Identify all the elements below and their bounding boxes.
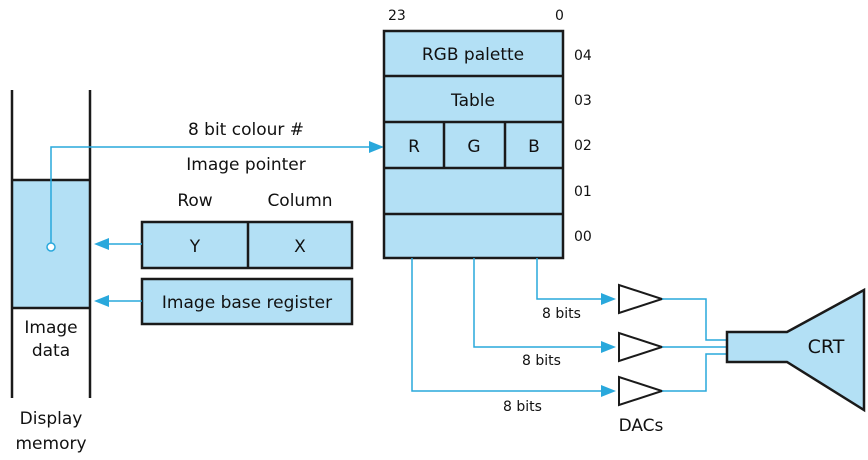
bits-label-1: 8 bits (542, 306, 581, 322)
g-wire (473, 258, 602, 348)
r-arrowhead (601, 385, 616, 397)
crt-shape (725, 287, 866, 413)
column-label: Column (267, 191, 332, 211)
dacs-label: DACs (619, 416, 664, 436)
b-wire (536, 258, 602, 300)
dac-triangle-1 (618, 283, 666, 315)
address-00: 00 (574, 229, 592, 245)
image-data-label-line2: data (32, 341, 70, 361)
crt-wire-1 (662, 298, 727, 341)
address-02: 02 (574, 138, 592, 154)
base-register-label: Image base register (162, 293, 332, 313)
address-01: 01 (574, 184, 592, 200)
y-label: Y (189, 237, 201, 257)
crt: CRT (725, 287, 866, 413)
display-memory-label-line1: Display (20, 409, 83, 429)
dac-triangle-2 (618, 331, 666, 363)
row-label: Row (177, 191, 212, 211)
bit-low-label: 0 (555, 8, 564, 24)
display-memory: Image data Display memory (10, 90, 92, 454)
colour-arrowhead (369, 141, 384, 153)
image-pointer-link: 8 bit colour # Image pointer (46, 120, 384, 252)
g-label: G (467, 137, 480, 157)
row-column-register: Row Column Y X (94, 191, 354, 270)
palette-row-03-label: Table (450, 91, 495, 111)
image-base-register: Image base register (94, 277, 354, 326)
bits-label-3: 8 bits (503, 399, 542, 415)
image-pointer-label: Image pointer (186, 155, 305, 175)
display-memory-label-line2: memory (15, 434, 86, 454)
bits-label-2: 8 bits (522, 353, 561, 369)
palette-row-04-label: RGB palette (422, 45, 524, 65)
colour-label: 8 bit colour # (188, 120, 304, 140)
dac-wires: 8 bits 8 bits 8 bits (411, 258, 616, 415)
b-arrowhead (601, 293, 616, 305)
address-04: 04 (574, 48, 592, 64)
image-data-label-line1: Image (24, 318, 77, 338)
colour-wire (50, 146, 370, 243)
address-03: 03 (574, 93, 592, 109)
r-label: R (408, 137, 420, 157)
crt-wire-3 (662, 353, 727, 392)
g-arrowhead (601, 341, 616, 353)
dac-triangle-3 (618, 375, 666, 407)
palette-box (382, 29, 565, 260)
palette-table: 23 0 RGB palette Table R G B 04 03 02 01… (382, 8, 592, 260)
x-label: X (294, 237, 306, 257)
crt-label: CRT (808, 336, 845, 358)
dacs: DACs (618, 283, 666, 436)
xy-arrowhead (94, 238, 109, 250)
r-wire (411, 258, 602, 392)
b-label: B (528, 137, 540, 157)
base-arrowhead (94, 295, 109, 307)
crt-wires (662, 298, 727, 392)
bit-high-label: 23 (388, 8, 406, 24)
pixel-pointer-dot (46, 242, 56, 252)
